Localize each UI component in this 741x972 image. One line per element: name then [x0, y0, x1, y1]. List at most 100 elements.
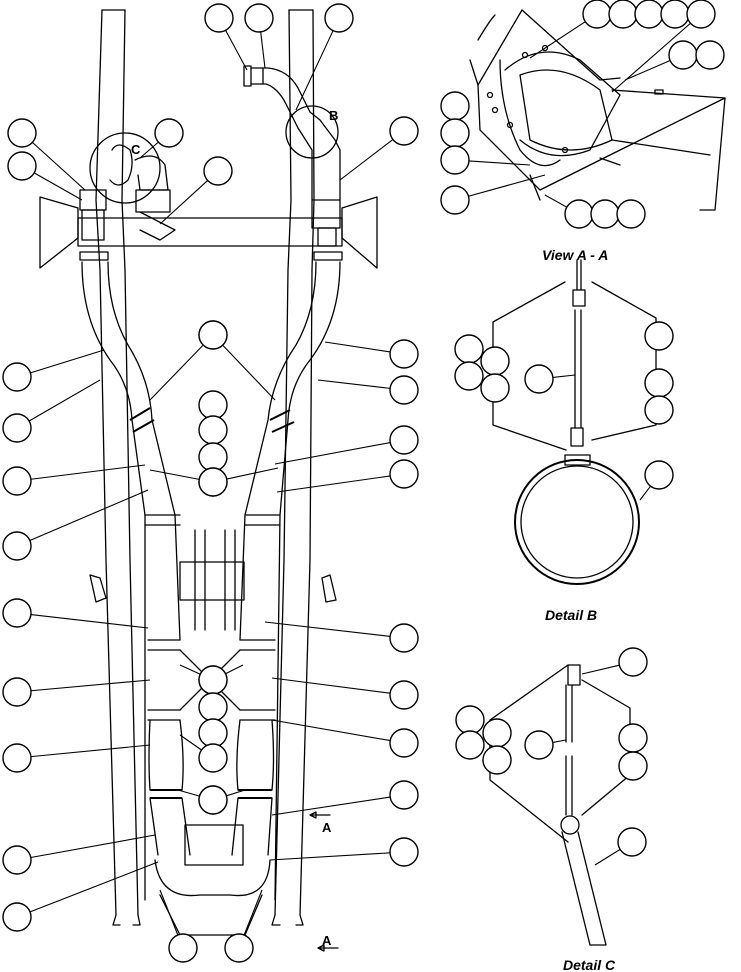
leader-line: [30, 349, 105, 374]
leader-line: [222, 344, 276, 401]
marker-c: C: [131, 142, 141, 157]
callout-balloon: [198, 718, 228, 748]
callout-balloon: [644, 460, 674, 490]
callout-balloon: [455, 730, 485, 760]
tailpipe-junction: [154, 824, 271, 936]
callout-balloon: [154, 118, 184, 148]
callout-balloon: [7, 151, 37, 181]
callout-balloon: [2, 743, 32, 773]
leader-line: [271, 796, 391, 816]
callout-balloon: [389, 339, 419, 369]
callout-balloon: [2, 845, 32, 875]
callout-balloon: [389, 116, 419, 146]
leader-line: [29, 861, 159, 913]
section-arrow-a: A A: [309, 811, 339, 952]
leader-line: [264, 621, 391, 637]
leader-line: [149, 344, 204, 401]
leader-line: [468, 160, 531, 166]
main-assembly: C B A A: [39, 9, 378, 952]
callout-balloon: [644, 368, 674, 398]
leader-line: [639, 485, 651, 501]
leader-line: [30, 834, 156, 859]
leader-line: [552, 374, 576, 379]
callout-balloon: [204, 3, 234, 33]
callout-balloon: [2, 413, 32, 443]
leader-line: [225, 664, 244, 675]
callout-balloon: [668, 40, 698, 70]
exhaust-inlet: [243, 65, 311, 129]
view-aa-title: View A - A: [542, 247, 608, 263]
callout-balloon: [608, 0, 638, 29]
leader-line: [260, 31, 266, 69]
callout-balloon: [224, 933, 254, 963]
leader-line: [339, 139, 394, 181]
leader-line: [159, 180, 209, 225]
callout-balloon: [198, 390, 228, 420]
callout-balloon: [2, 902, 32, 932]
center-pipes: [144, 514, 281, 856]
leader-line: [295, 30, 334, 111]
leader-line: [226, 467, 279, 480]
callout-balloon: [389, 623, 419, 653]
callout-balloon: [198, 665, 228, 695]
callout-balloon: [198, 442, 228, 472]
cross-member: [39, 196, 378, 269]
callout-balloon: [686, 0, 716, 29]
leader-line: [544, 194, 568, 208]
callout-balloon: [7, 118, 37, 148]
leader-line: [29, 489, 149, 542]
callout-balloon: [2, 362, 32, 392]
frame-rail-left: [95, 9, 141, 926]
detail-b-title: Detail B: [545, 607, 597, 623]
callout-balloon: [440, 91, 470, 121]
leader-line: [33, 172, 83, 201]
callout-balloon: [480, 373, 510, 403]
callout-balloon: [389, 780, 419, 810]
callout-balloon: [198, 743, 228, 773]
callout-balloon: [389, 375, 419, 405]
detail-b: Detail B: [492, 259, 657, 623]
callout-balloon: [389, 425, 419, 455]
leader-line: [149, 469, 200, 480]
leader-lines: [28, 21, 691, 936]
callout-balloon: [389, 837, 419, 867]
callout-balloon: [2, 598, 32, 628]
callout-balloon: [618, 647, 648, 677]
callout-balloon: [203, 156, 233, 186]
callout-balloon: [198, 320, 228, 350]
left-downpipe: [81, 261, 181, 901]
right-riser: [297, 111, 343, 261]
leader-line: [226, 789, 246, 797]
callout-balloon: [660, 0, 690, 29]
callout-balloon: [454, 334, 484, 364]
callout-balloon: [389, 728, 419, 758]
callout-balloon: [198, 467, 228, 497]
center-bracket: [89, 529, 337, 631]
leader-line: [30, 614, 149, 629]
callout-balloon: [564, 199, 594, 229]
callout-balloon: [618, 723, 648, 753]
leader-line: [271, 677, 391, 694]
frame-rail-right: [271, 9, 315, 926]
callout-balloon: [2, 677, 32, 707]
callout-balloon: [198, 692, 228, 722]
callout-balloon: [590, 199, 620, 229]
callout-balloon: [524, 364, 554, 394]
callout-balloon: [482, 745, 512, 775]
callout-balloon: [617, 827, 647, 857]
leader-line: [32, 141, 86, 191]
callout-balloon: [168, 933, 198, 963]
right-downpipe: [239, 261, 341, 901]
callout-balloon: [244, 3, 274, 33]
leader-line: [552, 739, 567, 743]
leader-line: [274, 442, 391, 465]
callout-balloon: [2, 531, 32, 561]
detail-b-circle: [285, 105, 339, 159]
leader-line: [324, 341, 391, 353]
leader-line: [28, 379, 101, 422]
leader-line: [139, 141, 159, 159]
leader-line: [276, 475, 391, 493]
callout-balloon: [454, 361, 484, 391]
callout-balloon: [616, 199, 646, 229]
